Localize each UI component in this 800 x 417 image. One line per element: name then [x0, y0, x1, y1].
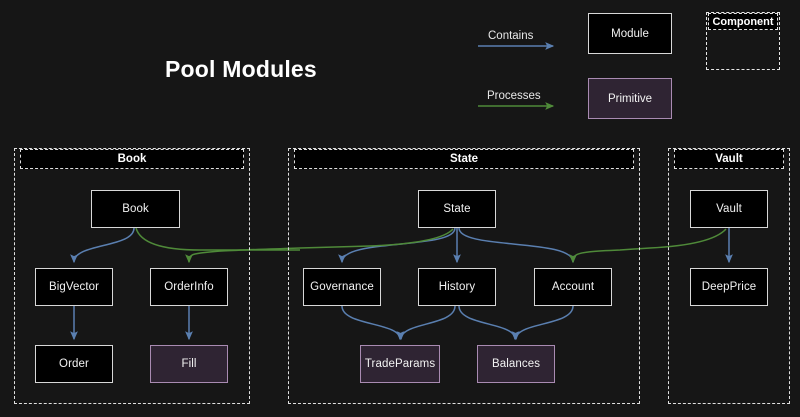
legend-component-swatch	[706, 12, 780, 70]
group-book	[14, 148, 250, 404]
legend-module-swatch: Module	[588, 13, 672, 54]
legend-component-label: Component	[708, 13, 778, 30]
page-title: Pool Modules	[165, 56, 317, 82]
legend-processes-label: Processes	[487, 90, 541, 102]
node-order[interactable]: Order	[35, 345, 113, 383]
legend-primitive-swatch: Primitive	[588, 78, 672, 119]
group-state-label: State	[294, 149, 634, 169]
node-balances[interactable]: Balances	[477, 345, 555, 383]
group-vault-label: Vault	[674, 149, 784, 169]
node-state[interactable]: State	[418, 190, 496, 228]
node-deepprice[interactable]: DeepPrice	[690, 268, 768, 306]
node-tradeparams[interactable]: TradeParams	[360, 345, 440, 383]
node-bigvector[interactable]: BigVector	[35, 268, 113, 306]
node-orderinfo[interactable]: OrderInfo	[150, 268, 228, 306]
node-book[interactable]: Book	[91, 190, 180, 228]
group-book-label: Book	[20, 149, 244, 169]
node-history[interactable]: History	[418, 268, 496, 306]
legend-contains-label: Contains	[488, 30, 534, 42]
node-fill[interactable]: Fill	[150, 345, 228, 383]
group-state	[288, 148, 640, 404]
node-governance[interactable]: Governance	[303, 268, 381, 306]
group-vault	[668, 148, 790, 404]
node-vault[interactable]: Vault	[690, 190, 768, 228]
node-account[interactable]: Account	[534, 268, 612, 306]
